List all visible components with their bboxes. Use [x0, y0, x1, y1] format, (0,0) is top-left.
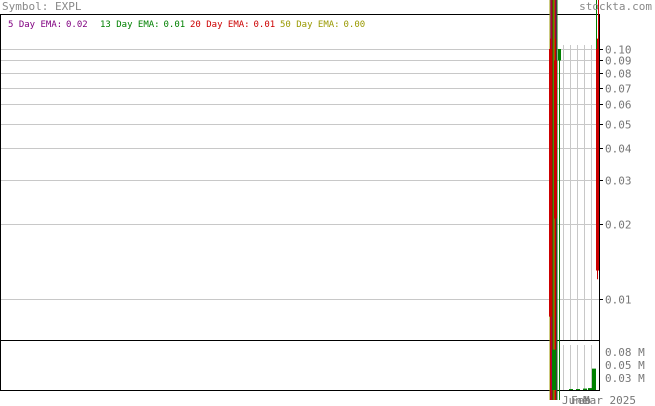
legend-value: 0.02	[66, 20, 88, 30]
price-tick-label: 0.05	[605, 119, 632, 132]
volume-bars	[552, 349, 596, 390]
volume-bar	[583, 388, 587, 390]
price-tick-label: 0.08	[605, 68, 632, 81]
vertical-gridlines	[563, 45, 592, 390]
x-axis-label: June	[562, 394, 589, 406]
candles	[549, 38, 599, 400]
gridlines	[1, 49, 599, 300]
volume-tick-label: 0.05 M	[605, 359, 645, 372]
candle-body	[558, 49, 561, 61]
legend-value: 0.01	[164, 20, 186, 30]
price-tick-label: 0.10	[605, 44, 632, 57]
price-panel	[0, 14, 600, 341]
candle-body	[549, 49, 552, 317]
x-axis-label: Mar 2025	[583, 394, 636, 406]
price-tick-label: 0.09	[605, 55, 632, 68]
volume-bar	[569, 389, 573, 390]
volume-bar	[576, 389, 580, 390]
volume-panel	[0, 340, 600, 391]
volume-bar	[552, 349, 556, 390]
legend-label: 13 Day EMA:	[100, 20, 160, 30]
legend-label: 5 Day EMA:	[8, 20, 62, 30]
x-axis-label: Feb	[571, 394, 591, 406]
ema-legend: 5 Day EMA: 0.02 13 Day EMA: 0.01 20 Day EMA:…	[8, 20, 365, 30]
volume-bar	[592, 368, 596, 390]
legend-value: 0.00	[344, 20, 366, 30]
legend-value: 0.01	[254, 20, 276, 30]
volume-axis: 0.08 M0.05 M0.03 M	[605, 346, 645, 385]
legend-label: 20 Day EMA:	[190, 20, 250, 30]
volume-tick-label: 0.08 M	[605, 346, 645, 359]
candle-body	[596, 49, 599, 271]
volume-bar	[588, 388, 592, 390]
candle-body	[554, 60, 557, 219]
price-tick-label: 0.03	[605, 175, 632, 188]
volume-tick-label: 0.03 M	[605, 372, 645, 385]
symbol-label: Symbol: EXPL	[2, 0, 82, 13]
price-tick-label: 0.06	[605, 99, 632, 112]
price-tick-label: 0.02	[605, 219, 632, 232]
price-tick-label: 0.04	[605, 143, 632, 156]
brand-label: stockta.com	[579, 0, 652, 13]
legend-label: 50 Day EMA:	[280, 20, 340, 30]
price-tick-label: 0.07	[605, 83, 632, 96]
price-axis: 0.100.090.08 0.07 0.06 0.05 0.04 0.03 0.02 0.01	[599, 44, 632, 307]
price-tick-label: 0.01	[605, 294, 632, 307]
